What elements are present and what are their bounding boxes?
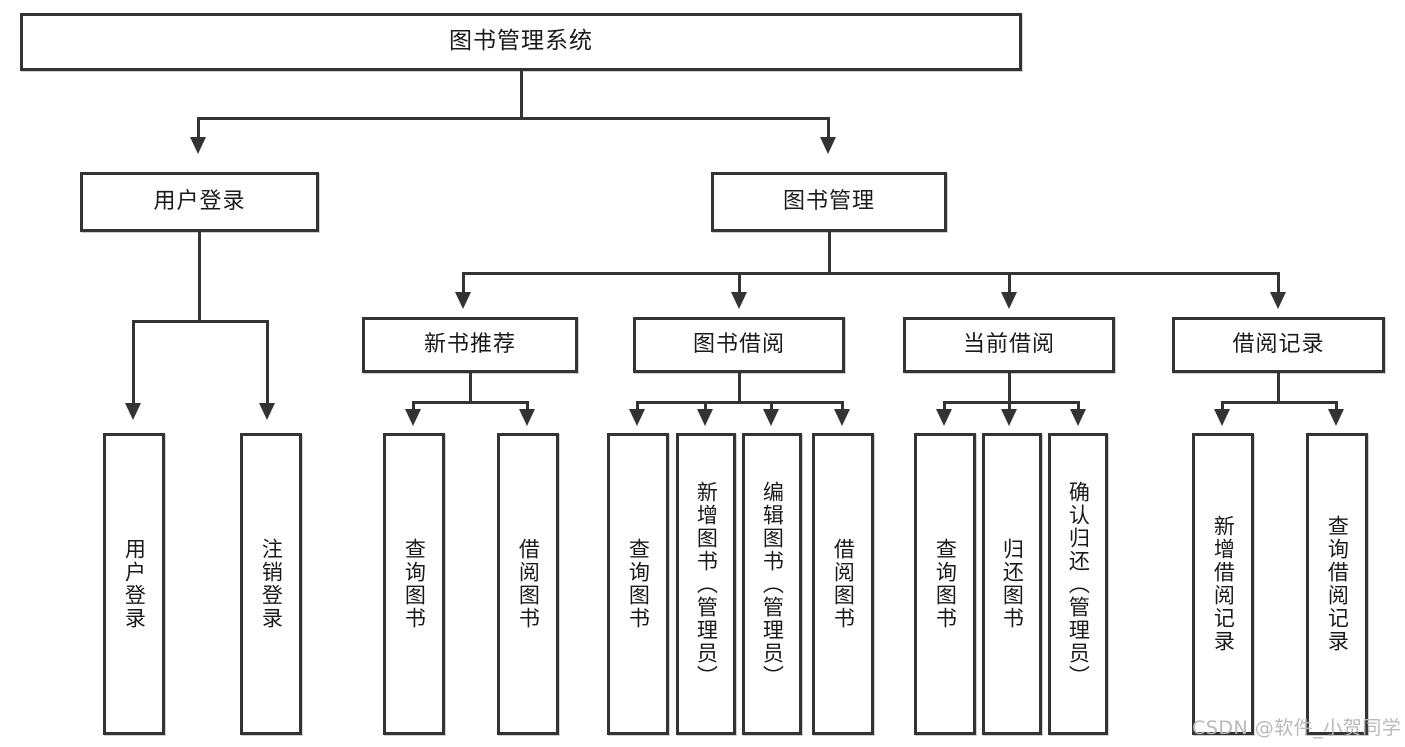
connector-root-stem <box>520 71 523 119</box>
leaf-confirm-return-admin[interactable]: 确认归还（管理员） <box>1048 433 1108 735</box>
arrow-to-leaf-return-book <box>1001 409 1017 426</box>
arrow-to-new-book <box>455 292 471 309</box>
node-label: 用户登录 <box>122 538 147 630</box>
connector-current-borrow-drop-1 <box>943 401 946 411</box>
leaf-add-book-admin[interactable]: 新增图书（管理员） <box>676 433 736 735</box>
connector-current-borrow-drop-3 <box>1077 401 1080 411</box>
connector-l3-drop-3 <box>1008 272 1011 294</box>
connector-borrow-record-drop-2 <box>1335 401 1338 411</box>
arrow-to-leaf-edit-book <box>763 409 779 426</box>
connector-book-borrow-drop-2 <box>704 401 707 411</box>
node-label: 图书管理系统 <box>449 28 593 55</box>
connector-book-borrow-stem <box>738 373 741 403</box>
node-label: 编辑图书（管理员） <box>760 480 785 688</box>
leaf-query-book-newbook[interactable]: 查询图书 <box>383 433 445 735</box>
arrow-to-leaf-query-book-c <box>936 409 952 426</box>
arrow-to-leaf-borrow-book-b <box>834 409 850 426</box>
connector-book-borrow-bus <box>636 401 844 404</box>
node-label: 当前借阅 <box>962 331 1055 357</box>
arrow-to-leaf-query-book-b <box>629 409 645 426</box>
leaf-borrow-book-borrow[interactable]: 借阅图书 <box>812 433 874 735</box>
leaf-query-book-borrow[interactable]: 查询图书 <box>607 433 669 735</box>
leaf-query-book-current[interactable]: 查询图书 <box>914 433 976 735</box>
arrow-to-user-login <box>190 137 206 154</box>
node-borrow-record[interactable]: 借阅记录 <box>1172 317 1385 373</box>
connector-user-login-drop-2 <box>266 320 269 405</box>
node-user-login[interactable]: 用户登录 <box>80 172 319 232</box>
node-label: 图书管理 <box>782 188 875 214</box>
connector-new-book-bus <box>412 401 529 404</box>
node-label: 确认归还（管理员） <box>1066 480 1091 688</box>
connector-root-drop-right <box>827 117 830 139</box>
connector-l3-drop-2 <box>738 272 741 294</box>
node-label: 借阅图书 <box>831 538 856 630</box>
connector-borrow-record-drop-1 <box>1221 401 1224 411</box>
leaf-logout[interactable]: 注销登录 <box>240 433 302 735</box>
node-label: 归还图书 <box>1000 538 1025 630</box>
node-book-borrow[interactable]: 图书借阅 <box>633 317 845 373</box>
connector-book-manage-stem <box>828 232 831 274</box>
connector-user-login-drop-1 <box>132 320 135 405</box>
connector-borrow-record-bus <box>1221 401 1338 404</box>
connector-book-borrow-drop-3 <box>770 401 773 411</box>
arrow-to-leaf-user-login <box>125 403 141 420</box>
node-root-system[interactable]: 图书管理系统 <box>20 13 1022 71</box>
node-label: 查询图书 <box>626 538 651 630</box>
leaf-borrow-book-newbook[interactable]: 借阅图书 <box>497 433 559 735</box>
arrow-to-leaf-logout <box>259 403 275 420</box>
connector-current-borrow-stem <box>1008 373 1011 403</box>
node-label: 注销登录 <box>259 538 284 630</box>
connector-new-book-drop-2 <box>526 401 529 411</box>
connector-current-borrow-drop-2 <box>1008 401 1011 411</box>
arrow-to-leaf-add-book <box>697 409 713 426</box>
arrow-to-current-borrow <box>1001 292 1017 309</box>
connector-l3-drop-4 <box>1277 272 1280 294</box>
leaf-edit-book-admin[interactable]: 编辑图书（管理员） <box>742 433 802 735</box>
connector-new-book-stem <box>469 373 472 403</box>
node-label: 新书推荐 <box>423 331 516 357</box>
arrow-to-leaf-query-record <box>1328 409 1344 426</box>
leaf-add-borrow-record[interactable]: 新增借阅记录 <box>1192 433 1254 735</box>
node-label: 查询图书 <box>933 538 958 630</box>
node-label: 图书借阅 <box>692 331 785 357</box>
node-label: 新增借阅记录 <box>1211 515 1236 653</box>
arrow-to-leaf-query-book-a <box>405 409 421 426</box>
arrow-to-leaf-confirm-return <box>1070 409 1086 426</box>
node-label: 新增图书（管理员） <box>694 480 719 688</box>
connector-book-manage-bus <box>462 272 1280 275</box>
arrow-to-book-manage <box>820 137 836 154</box>
connector-root-drop-left <box>197 117 200 139</box>
connector-borrow-record-stem <box>1277 373 1280 403</box>
node-label: 查询图书 <box>402 538 427 630</box>
node-label: 用户登录 <box>153 188 246 214</box>
arrow-to-borrow-record <box>1270 292 1286 309</box>
connector-new-book-drop-1 <box>412 401 415 411</box>
connector-l3-drop-1 <box>462 272 465 294</box>
arrow-to-borrow-book <box>731 292 747 309</box>
node-label: 查询借阅记录 <box>1325 515 1350 653</box>
connector-root-bus <box>197 117 830 120</box>
leaf-user-login[interactable]: 用户登录 <box>103 433 165 735</box>
arrow-to-leaf-borrow-book-a <box>519 409 535 426</box>
arrow-to-leaf-add-record <box>1214 409 1230 426</box>
leaf-query-borrow-record[interactable]: 查询借阅记录 <box>1306 433 1368 735</box>
connector-user-login-bus <box>132 320 269 323</box>
connector-user-login-stem <box>198 232 201 322</box>
connector-book-borrow-drop-1 <box>636 401 639 411</box>
node-label: 借阅记录 <box>1232 331 1325 357</box>
leaf-return-book[interactable]: 归还图书 <box>982 433 1042 735</box>
connector-book-borrow-drop-4 <box>841 401 844 411</box>
node-book-manage[interactable]: 图书管理 <box>711 172 947 232</box>
connector-current-borrow-bus <box>943 401 1080 404</box>
node-current-borrow[interactable]: 当前借阅 <box>903 317 1115 373</box>
node-new-book-recommend[interactable]: 新书推荐 <box>362 317 578 373</box>
watermark-text: CSDN @软件_小贺同学 <box>1192 717 1402 739</box>
node-label: 借阅图书 <box>516 538 541 630</box>
